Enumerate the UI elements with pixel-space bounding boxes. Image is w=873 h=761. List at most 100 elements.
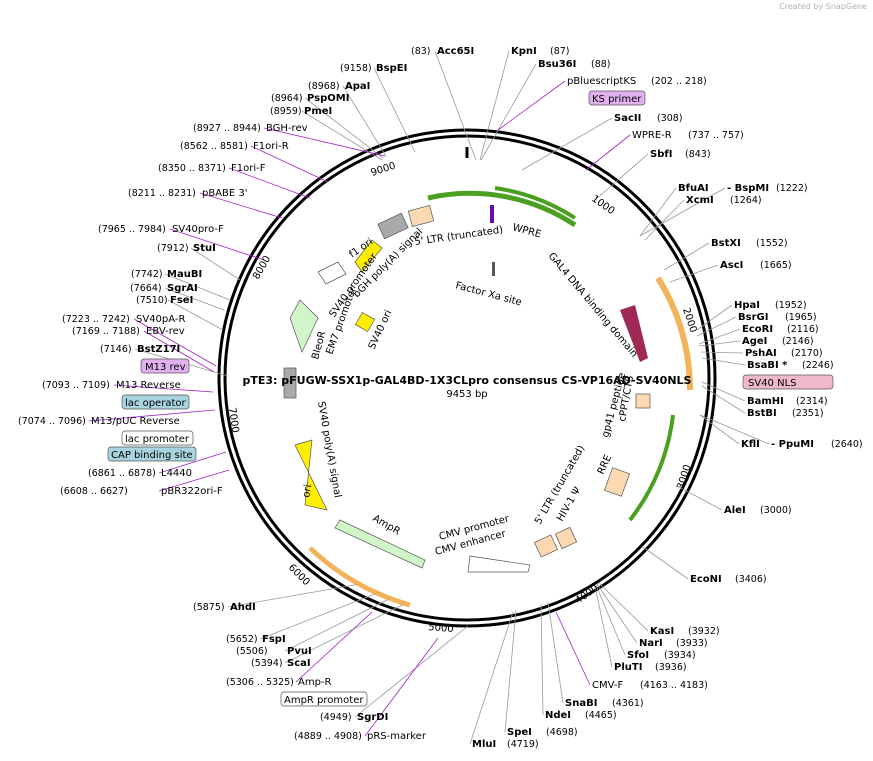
- tick-label: 9000: [370, 161, 398, 179]
- site-position: (3934): [664, 650, 696, 661]
- site-label: SpeI: [507, 727, 532, 738]
- leader-line: [596, 583, 638, 644]
- primer-label: pRS-marker: [367, 731, 427, 742]
- site-position: (1665): [760, 260, 792, 271]
- site-position: (1952): [775, 300, 807, 311]
- primer-position: (5306 .. 5325): [226, 677, 294, 688]
- bleor-label: BleoR: [310, 330, 328, 361]
- site-label: - BspMI: [727, 183, 769, 194]
- site-position: (1965): [785, 312, 817, 323]
- primer-label: F1ori-F: [231, 163, 266, 174]
- leader-line: [699, 414, 740, 445]
- leader-line: [158, 469, 230, 492]
- site-position: (2170): [791, 348, 823, 359]
- site-label: Acc65I: [437, 46, 474, 57]
- site-label: ScaI: [287, 658, 311, 669]
- bgh-polya-box: [377, 212, 409, 240]
- leader-line: [169, 228, 265, 261]
- leader-line: [598, 582, 649, 632]
- leader-line: [700, 351, 744, 354]
- site-label: MauBI: [167, 269, 202, 280]
- site-label: Bsu36I: [538, 59, 576, 70]
- boxed-features: KS primer SV40 NLS M13 rev lac operator …: [107, 90, 834, 707]
- site-label: BsaBI *: [747, 360, 788, 371]
- tick-label: 4000: [573, 583, 600, 607]
- site-label: SacII: [614, 113, 641, 124]
- site-label: AhdI: [230, 602, 256, 613]
- primer-position: (8927 .. 8944): [193, 123, 261, 134]
- cppt-box: [635, 393, 651, 409]
- site-position: (2246): [802, 360, 834, 371]
- leader-line: [364, 637, 439, 737]
- site-label: BstBI: [747, 408, 777, 419]
- site-position: (3932): [688, 626, 720, 637]
- sv40-ori-box: [354, 311, 376, 333]
- lac-operator-box: lac operator: [125, 398, 186, 409]
- site-position: (7742): [131, 269, 163, 280]
- primer-position: (7093 .. 7109): [42, 380, 110, 391]
- leader-line: [167, 299, 224, 331]
- sv40-ori-label: SV40 ori: [367, 308, 395, 351]
- primer-label: pBABE 3': [202, 188, 248, 199]
- leader-line: [701, 357, 746, 366]
- f1-ori-arrow: [354, 239, 383, 273]
- site-position: (3406): [735, 574, 767, 585]
- wpre-label: WPRE: [511, 222, 542, 240]
- primer-position: (737 .. 757): [688, 130, 744, 141]
- ltr5-box-top: [407, 204, 435, 228]
- primer-label: WPRE-R: [632, 130, 672, 141]
- primer-position: (7169 .. 7188): [72, 326, 140, 337]
- leader-line: [190, 247, 241, 281]
- site-position: (3933): [676, 638, 708, 649]
- site-position: (1222): [776, 183, 808, 194]
- site-position: (2640): [831, 439, 863, 450]
- green-arc-3: [494, 186, 577, 220]
- primer-position: (7965 .. 7984): [98, 224, 166, 235]
- leader-line: [555, 611, 591, 686]
- ori-label: ori: [301, 484, 314, 499]
- sv40-polya-label: SV40 poly(A) signal: [315, 401, 343, 499]
- primer-label: Amp-R: [298, 677, 332, 688]
- primer-label: pBluescriptKS: [567, 76, 636, 87]
- leader-line: [701, 381, 746, 402]
- factor-xa-label: Factor Xa site: [454, 280, 523, 308]
- site-position: (5652): [226, 634, 258, 645]
- leader-line: [642, 546, 689, 580]
- site-label: BspEI: [376, 63, 407, 74]
- leader-line: [547, 601, 564, 704]
- leader-line: [504, 609, 517, 733]
- site-position: (2351): [792, 408, 824, 419]
- site-label: KasI: [650, 626, 674, 637]
- leader-line: [644, 199, 685, 241]
- bleor-arrow: [289, 299, 319, 353]
- primer-label: CMV-F: [592, 680, 623, 691]
- leader-line: [698, 328, 741, 345]
- site-label: HpaI: [734, 300, 760, 311]
- leader-line: [263, 127, 386, 157]
- leader-line: [164, 287, 225, 311]
- site-position: (4949): [320, 712, 352, 723]
- site-label: EcoRI: [742, 324, 773, 335]
- site-position: (9158): [340, 63, 372, 74]
- leader-line: [639, 187, 677, 237]
- leader-lines: [88, 50, 770, 745]
- leader-line: [497, 80, 566, 131]
- site-label: BstZ17I: [137, 344, 180, 355]
- leader-line: [88, 409, 216, 422]
- gal4-label: GAL4 DNA binding domain: [546, 251, 640, 360]
- cmv-promoter-arrow: [467, 555, 531, 573]
- site-label: KflI: [741, 439, 760, 450]
- factor-xa-marker: [492, 262, 495, 276]
- leader-line: [594, 585, 613, 668]
- leader-line: [696, 304, 733, 331]
- leader-line: [250, 145, 329, 183]
- site-label: PspOMI: [307, 93, 349, 104]
- primer-label: F1ori-R: [253, 141, 289, 152]
- leader-line: [669, 264, 719, 283]
- site-position: (7664): [130, 283, 162, 294]
- site-label: AgeI: [742, 336, 767, 347]
- site-position: (4465): [585, 710, 617, 721]
- site-position: (8968): [308, 81, 340, 92]
- site-label: NarI: [639, 638, 663, 649]
- site-label: XcmI: [686, 195, 714, 206]
